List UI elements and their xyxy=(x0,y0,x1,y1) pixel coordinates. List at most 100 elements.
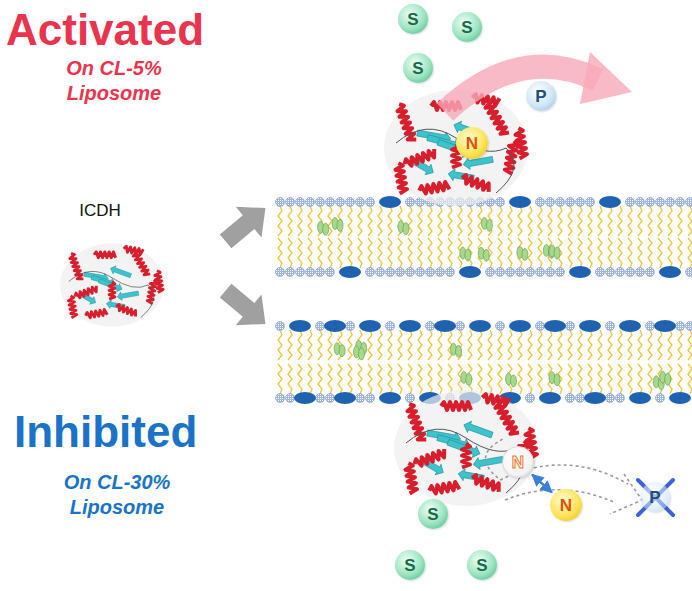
alpha-helix-coil xyxy=(123,246,143,255)
lipid-tail xyxy=(608,238,612,268)
cholesterol xyxy=(665,373,671,385)
lipid-tail xyxy=(428,364,432,394)
lipid-head xyxy=(276,268,285,277)
alpha-helix-coil xyxy=(94,252,116,258)
lipid-head xyxy=(496,198,505,207)
lipid-head xyxy=(646,322,655,331)
lipid-tail xyxy=(378,364,382,394)
lipid-tail xyxy=(648,364,652,394)
lipid-tail xyxy=(638,206,642,236)
lipid-tail xyxy=(288,364,292,394)
substrate-circle: S xyxy=(467,550,497,580)
lipid-tail xyxy=(548,206,552,236)
enzyme-label: ICDH xyxy=(60,200,140,221)
alpha-helix xyxy=(85,309,107,318)
cardiolipin-head xyxy=(619,320,641,332)
alpha-helix-coil xyxy=(514,128,527,159)
cofactor-circle: N xyxy=(456,127,488,159)
lipid-tail xyxy=(648,330,652,360)
lipid-tail xyxy=(368,364,372,394)
lipid-tail xyxy=(278,330,282,360)
molecule-letter: N xyxy=(560,497,572,514)
lipid-head xyxy=(546,268,555,277)
lipid-head xyxy=(366,268,375,277)
lipid-tail xyxy=(518,364,522,394)
lipid-tail xyxy=(498,238,502,268)
lipid-bilayer xyxy=(276,320,692,404)
lipid-tail xyxy=(598,364,602,394)
alpha-helix xyxy=(115,304,137,317)
lipid-tail xyxy=(318,238,322,268)
lipid-head xyxy=(296,268,305,277)
lipid-tail xyxy=(428,206,432,236)
lipid-head xyxy=(286,198,295,207)
cardiolipin-head xyxy=(459,266,481,278)
lipid-head xyxy=(406,394,415,403)
lipid-tail xyxy=(618,364,622,394)
molecule-letter: S xyxy=(427,506,438,523)
lipid-head xyxy=(386,322,395,331)
cholesterol xyxy=(554,374,560,386)
alpha-helix-coil xyxy=(482,394,510,407)
lipid-tail xyxy=(378,330,382,360)
cholesterol xyxy=(358,348,364,360)
lipid-head xyxy=(416,268,425,277)
lipid-head xyxy=(356,394,365,403)
alpha-helix xyxy=(419,181,450,194)
lipid-tail xyxy=(448,206,452,236)
lipid-tail xyxy=(358,364,362,394)
alpha-helix-coil xyxy=(85,309,107,318)
lipid-tail xyxy=(668,238,672,268)
block-arrow xyxy=(213,275,279,339)
substrate-circle: S xyxy=(452,12,482,42)
cholesterol xyxy=(483,249,489,261)
lipid-head xyxy=(306,198,315,207)
lipid-tail xyxy=(528,238,532,268)
lipid-tail xyxy=(308,238,312,268)
cardiolipin-head xyxy=(654,320,676,332)
lipid-head xyxy=(666,198,675,207)
lipid-head xyxy=(306,268,315,277)
lipid-head xyxy=(596,268,605,277)
lipid-tail xyxy=(598,206,602,236)
reaction-arrowhead xyxy=(580,52,632,104)
lipid-tail xyxy=(408,238,412,268)
lipid-head xyxy=(566,198,575,207)
alpha-helix-coil xyxy=(154,270,163,292)
lipid-tail xyxy=(448,364,452,394)
lipid-tail xyxy=(648,206,652,236)
lipid-head xyxy=(406,268,415,277)
lipid-tail xyxy=(618,206,622,236)
cholesterol xyxy=(511,375,517,387)
lipid-tail xyxy=(478,364,482,394)
alpha-helix-coil xyxy=(109,282,115,299)
lipid-tail xyxy=(618,238,622,268)
cardiolipin-head xyxy=(324,320,346,332)
lipid-head xyxy=(686,198,692,207)
lipid-tail xyxy=(518,206,522,236)
alpha-helix xyxy=(94,252,116,258)
lipid-tail xyxy=(628,206,632,236)
lipid-head xyxy=(286,394,295,403)
lipid-head xyxy=(506,268,515,277)
process-arrow xyxy=(213,193,279,257)
lipid-tail xyxy=(608,206,612,236)
lipid-head xyxy=(326,198,335,207)
cardiolipin-head xyxy=(629,392,651,404)
alpha-helix xyxy=(504,140,518,174)
lipid-tail xyxy=(328,330,332,360)
lipid-tail xyxy=(388,206,392,236)
beta-strand xyxy=(109,264,132,280)
substrate-circle: S xyxy=(398,4,428,34)
lipid-tail xyxy=(558,330,562,360)
molecule-letter: S xyxy=(461,19,472,36)
lipid-head xyxy=(556,268,565,277)
lipid-head xyxy=(576,198,585,207)
lipid-head xyxy=(636,268,645,277)
lipid-tail xyxy=(438,364,442,394)
lipid-head xyxy=(316,268,325,277)
lipid-head xyxy=(326,268,335,277)
molecule-letter: N xyxy=(466,135,478,152)
alpha-helix-coil xyxy=(147,279,157,303)
lipid-tail xyxy=(628,330,632,360)
